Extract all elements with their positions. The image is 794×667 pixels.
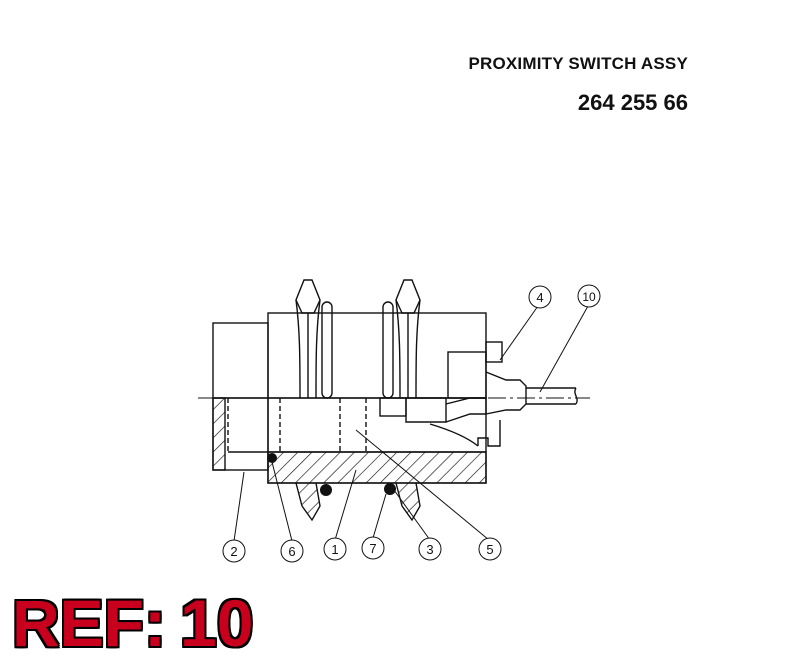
- callout-7: [361, 536, 385, 560]
- nut-upper-1: [295, 279, 321, 314]
- callout-label-1: 1: [331, 542, 338, 557]
- callout-label-3: 3: [426, 542, 433, 557]
- o-ring-a: [320, 484, 332, 496]
- drawing-title: PROXIMITY SWITCH ASSY: [468, 54, 688, 73]
- callout-2: [222, 539, 246, 563]
- part-number: 264 255 66: [577, 90, 688, 115]
- hatched-flange: [212, 397, 226, 471]
- callout-label-5: 6: [288, 544, 295, 559]
- nut-lower-2: [395, 482, 421, 522]
- o-ring-5: [267, 453, 277, 463]
- callout-10: [577, 284, 601, 308]
- nut-upper-2: [395, 279, 421, 314]
- callout-1: [323, 537, 347, 561]
- callout-5: [280, 539, 304, 563]
- callout-label-2: 2: [230, 544, 237, 559]
- flange-outline: [212, 322, 269, 399]
- callout-3: [418, 537, 442, 561]
- callout-label-10: 10: [582, 290, 596, 304]
- callout-label-4: 4: [536, 290, 543, 305]
- nut-lower-1: [295, 482, 321, 522]
- callout-label-7: 7: [369, 541, 376, 556]
- switch-body-outline: [267, 312, 487, 399]
- callout-label-6: 5: [486, 542, 493, 557]
- callout-4: [528, 285, 552, 309]
- ref-label: REF:: [12, 586, 166, 660]
- ref-badge: REF:10: [12, 590, 253, 656]
- hatched-sleeve: [267, 451, 487, 484]
- o-ring-7: [384, 483, 396, 495]
- ref-value: 10: [179, 586, 254, 660]
- callout-6: [478, 537, 502, 561]
